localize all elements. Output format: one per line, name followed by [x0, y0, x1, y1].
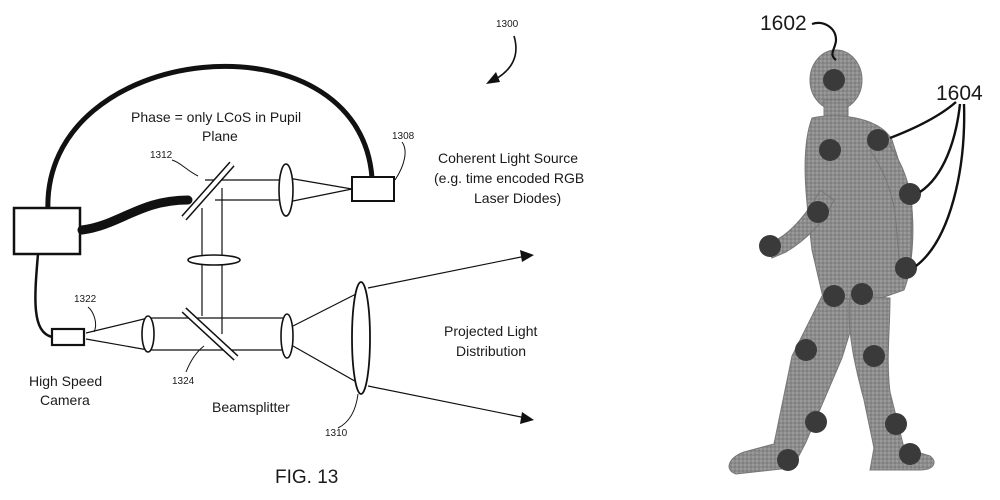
- projected-label-line1: Projected Light: [444, 323, 538, 339]
- camera-label-line2: Camera: [40, 392, 90, 408]
- ref-1602: 1602: [760, 12, 807, 35]
- joint-marker: [823, 69, 845, 91]
- high-speed-camera: [52, 329, 84, 345]
- controller-box: [14, 208, 80, 254]
- joint-marker: [895, 257, 917, 279]
- joint-marker: [823, 285, 845, 307]
- joint-marker: [899, 183, 921, 205]
- joint-marker: [777, 449, 799, 471]
- leader-1604-shoulder: [890, 102, 956, 138]
- joint-marker: [851, 283, 873, 305]
- figure-13-caption: FIG. 13: [275, 467, 338, 488]
- beamsplitter: [184, 310, 236, 358]
- camera-label-line1: High Speed: [29, 373, 102, 389]
- output-ray-lower: [368, 386, 526, 418]
- projected-label-line2: Distribution: [456, 343, 526, 359]
- joint-marker: [899, 443, 921, 465]
- ref-1300: 1300: [496, 19, 519, 30]
- joint-marker: [759, 235, 781, 257]
- phase-label-line2: Plane: [202, 128, 238, 144]
- source-label-line2: (e.g. time encoded RGB: [434, 170, 584, 186]
- controller-to-lcos-cable: [82, 200, 188, 230]
- top-collimating-lens: [279, 164, 293, 216]
- output-arrowhead-upper: [520, 250, 534, 262]
- controller-to-camera-cable: [35, 254, 52, 337]
- top-beam-cone-lower: [288, 189, 352, 202]
- phase-label-line1: Phase = only LCoS in Pupil: [131, 109, 301, 125]
- projection-beam-lower: [293, 346, 360, 384]
- source-label-line3: Laser Diodes): [474, 190, 561, 206]
- fig13-diagram: 1300 Phase = only LCoS in Pupil Plane 13…: [14, 19, 584, 488]
- camera-cone-lower: [86, 339, 148, 350]
- relay-lens: [188, 255, 240, 265]
- ref-1310: 1310: [325, 428, 348, 439]
- fig16-walking-figure: 1602 1604: [729, 12, 983, 474]
- ref-1312: 1312: [150, 150, 173, 161]
- ref-1308: 1308: [392, 131, 415, 142]
- source-label-line1: Coherent Light Source: [438, 150, 578, 166]
- ref-1300-arrowhead: [486, 72, 500, 84]
- output-arrowhead-lower: [520, 412, 534, 424]
- coherent-light-source-box: [352, 177, 394, 201]
- joint-marker: [819, 139, 841, 161]
- joint-marker: [863, 345, 885, 367]
- joint-marker: [867, 129, 889, 151]
- ref-1300-arrow: [494, 36, 516, 80]
- projection-lens: [352, 282, 370, 394]
- leader-1308: [395, 142, 405, 180]
- top-beam-cone-upper: [288, 178, 352, 189]
- beamsplitter-label: Beamsplitter: [212, 399, 290, 415]
- leader-1604-elbow: [920, 104, 960, 192]
- camera-lens: [142, 316, 154, 352]
- projection-beam-upper: [293, 292, 360, 326]
- ref-1604: 1604: [936, 82, 983, 105]
- output-lens: [281, 314, 293, 358]
- leader-1310: [338, 394, 358, 428]
- ref-1324: 1324: [172, 376, 195, 387]
- leader-1322: [88, 307, 96, 332]
- joint-marker: [885, 413, 907, 435]
- joint-marker: [807, 201, 829, 223]
- leader-1312: [172, 160, 198, 176]
- ref-1322: 1322: [74, 294, 97, 305]
- joint-marker: [795, 339, 817, 361]
- output-ray-upper: [368, 256, 526, 288]
- joint-marker: [805, 411, 827, 433]
